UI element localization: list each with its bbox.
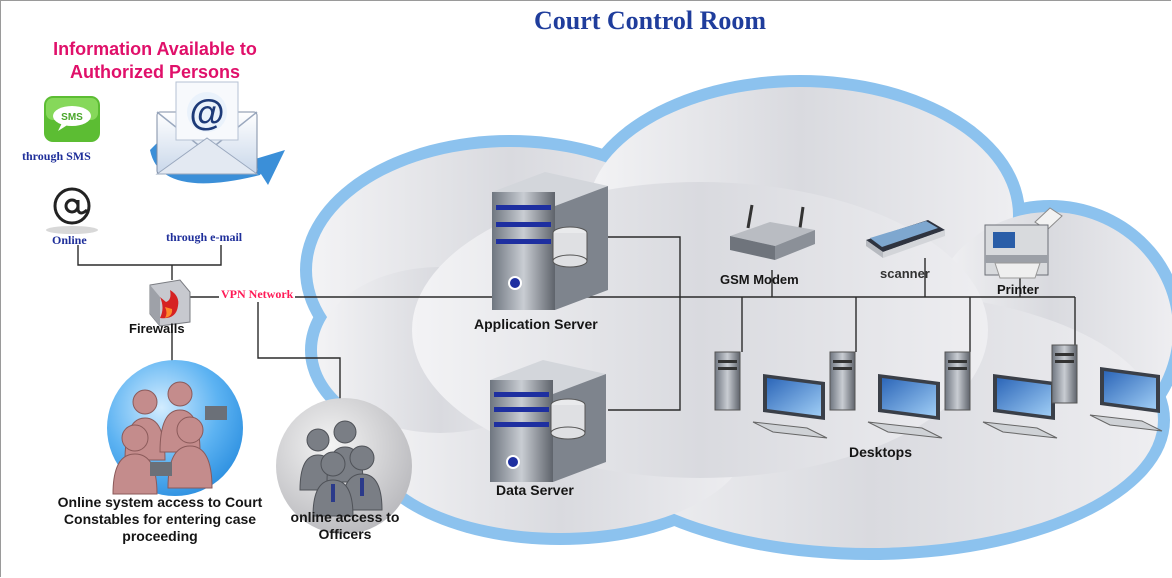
data-server-icon	[490, 360, 606, 482]
svg-text:@: @	[189, 92, 224, 133]
desktop-icon	[829, 351, 943, 439]
scanner-icon	[866, 220, 945, 258]
desktop-icon	[1051, 344, 1163, 432]
info-heading: Information Available to Authorized Pers…	[53, 39, 257, 82]
at-icon	[46, 187, 98, 234]
sms-icon: SMS	[44, 96, 100, 142]
scanner-label: scanner	[880, 266, 930, 281]
desktop-icon	[714, 351, 828, 439]
gsm-modem-label: GSM Modem	[720, 272, 799, 287]
officers-label: online access to Officers	[290, 509, 400, 542]
desktops-label: Desktops	[849, 444, 913, 460]
application-server-icon	[492, 172, 608, 310]
sms-badge-text: SMS	[61, 112, 83, 123]
vpn-network-label: VPN Network	[219, 287, 296, 302]
email-icon: @	[150, 81, 285, 185]
email-label: through e-mail	[166, 230, 243, 244]
officers-group-icon	[276, 398, 412, 534]
gsm-modem-icon	[730, 204, 815, 260]
data-server-label: Data Server	[496, 482, 574, 498]
application-server-label: Application Server	[474, 316, 598, 332]
printer-label: Printer	[997, 282, 1039, 297]
desktop-icon	[944, 351, 1058, 439]
sms-label: through SMS	[22, 149, 91, 163]
firewalls-label: Firewalls	[129, 321, 185, 336]
cloud	[300, 75, 1172, 560]
firewall-icon	[149, 279, 191, 327]
constables-group-icon	[107, 360, 243, 496]
page-title: Court Control Room	[533, 6, 767, 35]
printer-icon	[984, 207, 1063, 279]
online-label: Online	[52, 233, 87, 247]
constables-label: Online system access to Court Constables…	[57, 494, 263, 544]
